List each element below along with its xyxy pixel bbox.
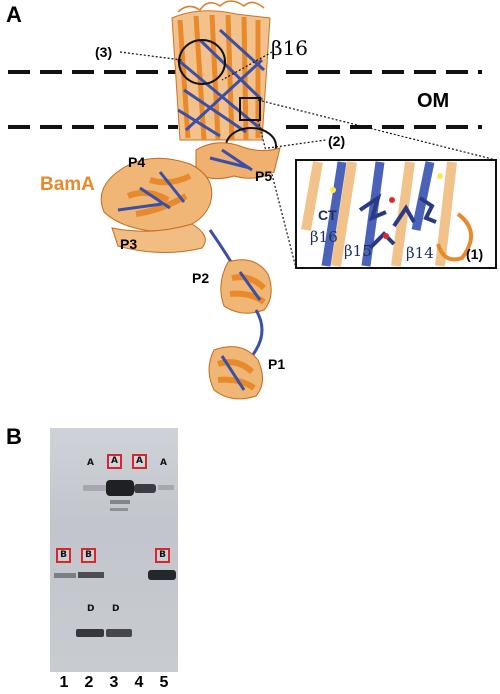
band-mark-b-lane5-boxed: B bbox=[155, 548, 170, 563]
potra-domains bbox=[100, 142, 281, 400]
domain-label-p1: P1 bbox=[268, 356, 286, 372]
band-mark-d-lane3: D bbox=[112, 604, 120, 614]
domain-label-p4: P4 bbox=[128, 154, 146, 170]
lane-number-2: 2 bbox=[84, 674, 94, 691]
callout-3-circle bbox=[178, 39, 226, 85]
domain-label-p2: P2 bbox=[192, 270, 210, 286]
lane-number-4: 4 bbox=[134, 674, 144, 691]
inset-beta16-label: β16 bbox=[310, 228, 338, 246]
inset-panel bbox=[295, 159, 497, 269]
callout-3-label: (3) bbox=[95, 44, 113, 60]
inset-beta14-label: β14 bbox=[406, 244, 434, 262]
zoom-rectangle bbox=[239, 97, 261, 121]
inset-ct-label: CT bbox=[318, 207, 337, 223]
band-mark-a-lane3-boxed: A bbox=[107, 454, 122, 469]
protein-label-bama: BamA bbox=[40, 174, 95, 195]
callout-2-label: (2) bbox=[328, 133, 346, 149]
panel-b-letter: B bbox=[6, 424, 22, 449]
membrane-label-om: OM bbox=[417, 90, 450, 112]
lane-number-3: 3 bbox=[109, 674, 119, 691]
panel-a-letter: A bbox=[6, 2, 22, 27]
band-mark-d-lane2: D bbox=[87, 604, 95, 614]
lane-number-5: 5 bbox=[159, 674, 169, 691]
lane-number-1: 1 bbox=[59, 674, 69, 691]
panel-a-figure bbox=[8, 0, 497, 400]
band-mark-b-lane1-boxed: B bbox=[56, 548, 71, 563]
band-mark-a-lane2: A bbox=[87, 458, 94, 468]
band-mark-a-lane4-boxed: A bbox=[132, 454, 147, 469]
band-mark-a-lane5: A bbox=[160, 458, 167, 468]
beta16-label: β16 bbox=[271, 36, 309, 60]
domain-label-p5: P5 bbox=[255, 168, 273, 184]
inset-beta15-label: β15 bbox=[344, 242, 372, 260]
domain-label-p3: P3 bbox=[120, 236, 138, 252]
inset-callout-1-label: (1) bbox=[466, 246, 484, 262]
membrane-lines bbox=[8, 70, 482, 129]
band-mark-b-lane2-boxed: B bbox=[81, 548, 96, 563]
